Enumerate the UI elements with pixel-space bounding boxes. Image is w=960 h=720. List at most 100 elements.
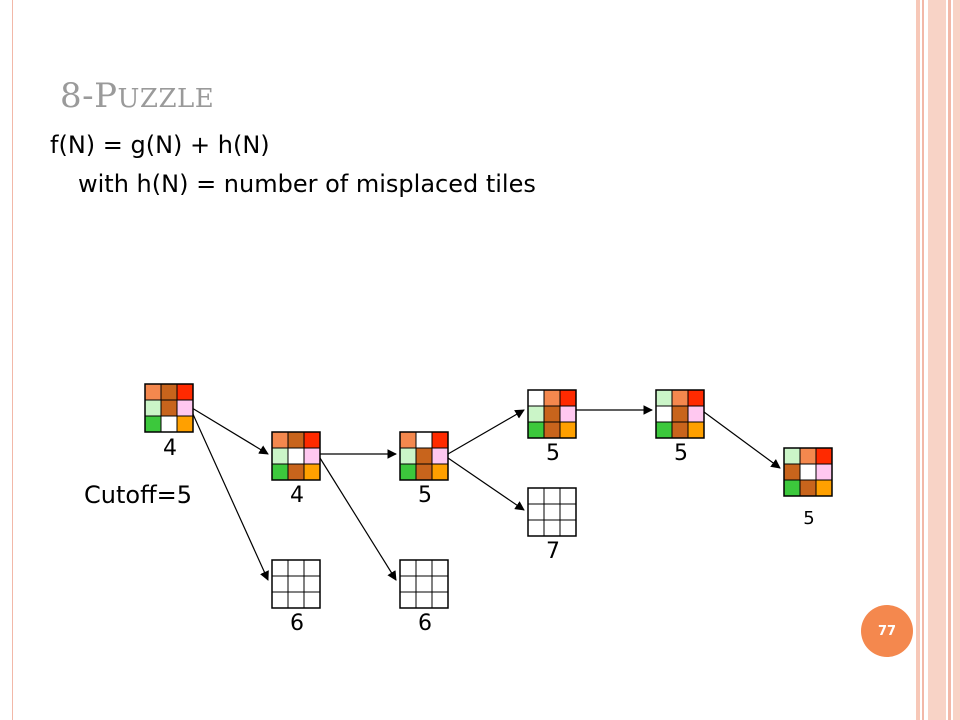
puzzle-tile — [176, 415, 194, 433]
puzzle-tile — [815, 447, 833, 465]
puzzle-tile — [303, 447, 321, 465]
node-f-value: 6 — [418, 611, 432, 636]
puzzle-tile — [287, 575, 305, 593]
puzzle-border — [527, 487, 577, 537]
cutoff-label: Cutoff=5 — [84, 481, 192, 509]
puzzle-tile — [687, 389, 705, 407]
puzzle-tile — [559, 389, 577, 407]
node-f-value: 5 — [546, 441, 560, 466]
puzzle-tile — [160, 415, 178, 433]
puzzle-tile — [799, 463, 817, 481]
puzzle-tile — [527, 503, 545, 521]
puzzle-tile — [527, 389, 545, 407]
puzzle-border — [144, 383, 194, 433]
puzzle-tile — [271, 447, 289, 465]
puzzle-tile — [399, 559, 417, 577]
puzzle-tile — [287, 447, 305, 465]
puzzle-tile — [431, 559, 449, 577]
puzzle-tile — [160, 399, 178, 417]
puzzle-node-n6: 7 — [527, 487, 577, 564]
puzzle-node-n5: 5 — [527, 389, 577, 466]
puzzle-node-n2: 6 — [271, 559, 321, 636]
puzzle-tile — [399, 463, 417, 481]
puzzle-border — [527, 389, 577, 439]
puzzle-border — [271, 559, 321, 609]
puzzle-tile — [799, 479, 817, 497]
puzzle-tile — [559, 405, 577, 423]
puzzle-tile — [415, 463, 433, 481]
node-f-value: 6 — [290, 611, 304, 636]
puzzle-tile — [303, 463, 321, 481]
puzzle-tile — [671, 405, 689, 423]
puzzle-node-n7: 5 — [655, 389, 705, 466]
puzzle-tile — [271, 591, 289, 609]
puzzle-tile — [399, 591, 417, 609]
puzzle-tile — [655, 405, 673, 423]
title-initial: 8-P — [60, 76, 118, 116]
puzzle-border — [783, 447, 833, 497]
puzzle-tile — [815, 463, 833, 481]
puzzle-tile — [783, 463, 801, 481]
tree-edge-n7-n8 — [703, 411, 781, 469]
puzzle-tile — [559, 519, 577, 537]
puzzle-tile — [287, 431, 305, 449]
puzzle-tile — [271, 463, 289, 481]
puzzle-border — [655, 389, 705, 439]
puzzle-tile — [543, 519, 561, 537]
puzzle-tile — [144, 383, 162, 401]
puzzle-tile — [271, 575, 289, 593]
puzzle-tile — [415, 591, 433, 609]
puzzle-tile — [431, 447, 449, 465]
puzzle-tile — [687, 421, 705, 439]
puzzle-node-n3: 5 — [399, 431, 449, 508]
tree-edge-n1-n4 — [319, 457, 397, 581]
puzzle-tile — [399, 447, 417, 465]
node-f-value: 7 — [546, 539, 560, 564]
puzzle-tile — [687, 405, 705, 423]
slide-number-badge: 77 — [861, 605, 913, 657]
puzzle-node-n4: 6 — [399, 559, 449, 636]
puzzle-tile — [431, 591, 449, 609]
node-f-value: 4 — [163, 436, 177, 461]
puzzle-tile — [287, 463, 305, 481]
puzzle-tile — [271, 559, 289, 577]
puzzle-tile — [271, 431, 289, 449]
tree-edge-root-n1 — [191, 407, 269, 455]
puzzle-tile — [415, 575, 433, 593]
tree-edge-root-n2 — [191, 411, 269, 581]
puzzle-tile — [527, 421, 545, 439]
puzzle-tile — [160, 383, 178, 401]
puzzle-tile — [415, 559, 433, 577]
puzzle-tile — [783, 447, 801, 465]
puzzle-tile — [559, 503, 577, 521]
puzzle-tile — [176, 383, 194, 401]
puzzle-tile — [543, 421, 561, 439]
puzzle-tile — [543, 405, 561, 423]
node-f-value: 5 — [803, 508, 814, 529]
puzzle-node-n8: 5 — [783, 447, 833, 529]
puzzle-tile — [303, 431, 321, 449]
puzzle-border — [399, 559, 449, 609]
puzzle-node-root: 4 — [144, 383, 194, 461]
puzzle-tile — [303, 575, 321, 593]
puzzle-tile — [303, 591, 321, 609]
formula-text: f(N) = g(N) + h(N) — [50, 131, 270, 159]
node-f-value: 4 — [290, 483, 304, 508]
puzzle-tile — [671, 389, 689, 407]
slide-title: 8-PUZZLE — [60, 76, 214, 116]
puzzle-tile — [144, 415, 162, 433]
puzzle-tile — [799, 447, 817, 465]
puzzle-tile — [655, 389, 673, 407]
puzzle-tile — [559, 421, 577, 439]
puzzle-tile — [399, 431, 417, 449]
puzzle-tile — [543, 487, 561, 505]
puzzle-tile — [176, 399, 194, 417]
puzzle-tile — [399, 575, 417, 593]
puzzle-tile — [783, 479, 801, 497]
puzzle-tile — [559, 487, 577, 505]
puzzle-tile — [287, 591, 305, 609]
puzzle-tile — [543, 503, 561, 521]
puzzle-node-n1: 4 — [271, 431, 321, 508]
formula-note: with h(N) = number of misplaced tiles — [78, 170, 536, 198]
